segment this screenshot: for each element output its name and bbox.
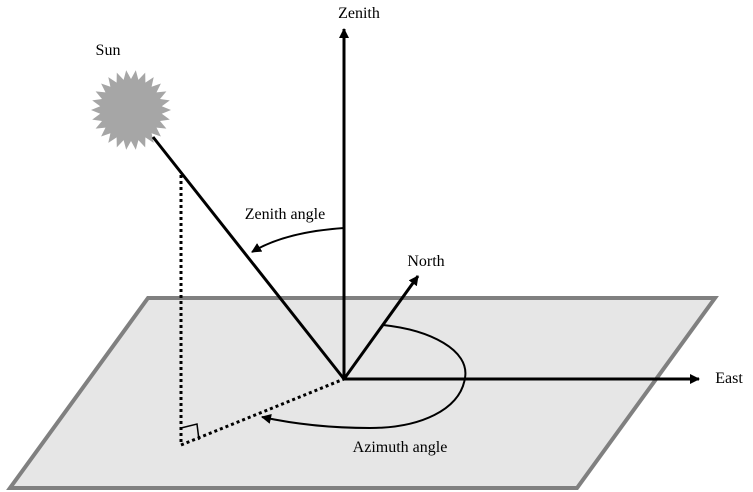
right-angle-marker bbox=[180, 423, 200, 441]
zenith-angle-label: Zenith angle bbox=[245, 206, 325, 223]
sun-label: Sun bbox=[96, 42, 121, 59]
sun-ground-projection bbox=[180, 377, 345, 447]
azimuth-angle-label: Azimuth angle bbox=[353, 439, 448, 456]
azimuth-angle-arc bbox=[261, 324, 467, 430]
zenith-angle-arc bbox=[251, 227, 345, 253]
north-axis-arrow bbox=[342, 275, 420, 380]
ground-plane bbox=[6, 296, 719, 490]
sun-icon bbox=[91, 70, 171, 150]
north-label: North bbox=[407, 253, 444, 270]
east-label: East bbox=[715, 370, 743, 387]
zenith-label: Zenith bbox=[338, 5, 380, 22]
sun-ray-line bbox=[151, 136, 346, 380]
